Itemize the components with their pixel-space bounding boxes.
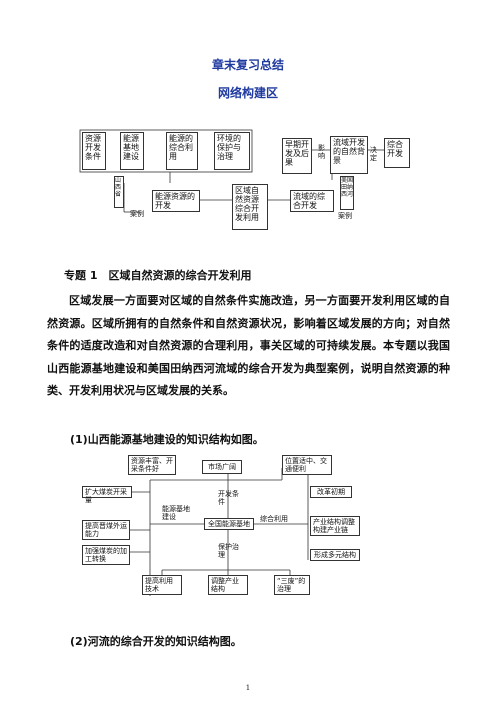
box-natural-background: 流域开发的自然背景: [330, 136, 368, 174]
label-decide: 决定: [370, 146, 377, 162]
box-comprehensive: 综合开发: [384, 138, 410, 168]
label-case-1: 案例: [130, 210, 144, 218]
box-shanxi: 山西省: [114, 176, 124, 208]
box-transport: 提高晋煤外运能力: [82, 520, 130, 540]
page-subtitle: 网络构建区: [217, 86, 278, 100]
box-resource-conditions: 资源开发条件: [82, 132, 106, 170]
label-protect: 保护治理: [218, 543, 239, 559]
section-heading: 专题 1 区域自然资源的综合开发利用: [64, 269, 252, 282]
sub-heading-2: (2)河流的综合开发的知识结构图。: [70, 635, 242, 648]
label-base-construction: 能源基地建设: [162, 505, 190, 521]
label-utilize: 综合利用: [260, 515, 288, 523]
box-process: 加强煤炭的加工转换: [82, 545, 130, 565]
label-influence: 影响: [318, 144, 325, 160]
sub-heading-1: (1)山西能源基地建设的知识结构如图。: [70, 433, 264, 446]
section-paragraph: 区域发展一方面要对区域的自然条件实施改造，另一方面要开发利用区域的自然资源。区域…: [47, 294, 450, 398]
box-regional-resources: 区域自然资源综合开发利用: [232, 184, 268, 230]
box-energy-dev: 能源资源的开发: [152, 190, 200, 212]
box-location: 位置适中、交通便利: [282, 455, 332, 475]
box-energy-use: 能源的综合利用: [166, 132, 198, 170]
box-tech: 提高利用技术: [142, 575, 182, 595]
label-case-2: 案例: [338, 212, 352, 220]
page-number: 1: [245, 684, 251, 692]
box-waste: “三废”的治理: [274, 575, 310, 595]
box-tennessee: 美国田纳西河: [340, 176, 354, 210]
box-river-dev: 流域的综合开发: [290, 190, 334, 212]
label-conditions: 开发条件: [218, 490, 239, 506]
box-energy-base: 能源基地建设: [120, 132, 144, 170]
box-reform: 改革初期: [310, 486, 352, 498]
box-industry: 产业结构调整构建产业链: [310, 516, 360, 536]
box-early-dev: 早期开发及后果: [282, 138, 312, 174]
page-title: 章末复习总结: [211, 58, 284, 72]
box-environment: 环境的保护与治理: [214, 132, 250, 170]
box-adjust-structure: 调整产业结构: [208, 575, 248, 595]
box-market: 市场广阔: [202, 460, 242, 474]
box-rich-resources: 资源丰富、开采条件好: [128, 455, 176, 475]
box-multi: 形成多元结构: [310, 549, 360, 561]
box-expand-mining: 扩大煤炭开采量: [82, 486, 132, 504]
box-national-base: 全国能源基地: [204, 518, 254, 530]
